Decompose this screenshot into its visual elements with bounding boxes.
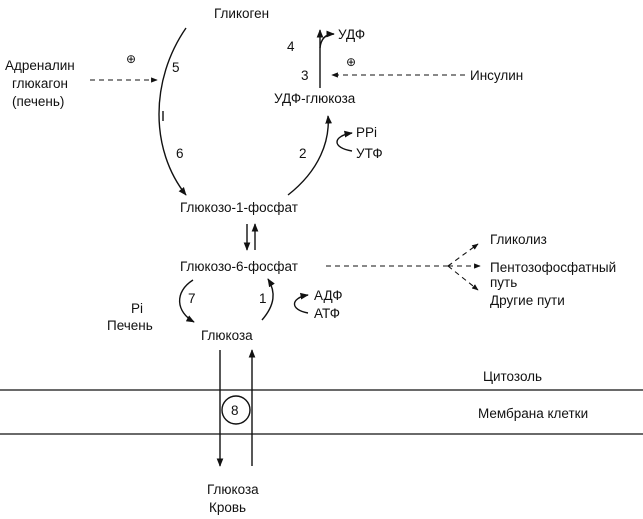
glucose-label: Глюкоза: [201, 328, 253, 343]
adrenaline-label: Адреналин: [5, 58, 75, 73]
cytosol-label: Цитозоль: [483, 369, 542, 384]
step-2-label: 2: [299, 146, 307, 161]
step-4-label: 4: [287, 39, 295, 54]
udp-release-arrow: [319, 30, 335, 49]
blood-label: Кровь: [209, 500, 246, 515]
udp-label: УДФ: [338, 27, 365, 42]
glycolysis-arrow: [447, 243, 479, 267]
pentose-label-line1: Пентозофосфатный: [490, 260, 616, 275]
step-7-label: 7: [188, 291, 196, 306]
insulin-label: Инсулин: [470, 68, 523, 83]
step-6-label: 6: [176, 146, 184, 161]
step-1-label: 1: [259, 291, 267, 306]
atp-label: АТФ: [314, 306, 340, 321]
adrenaline-plus-icon: ⊕: [126, 52, 136, 66]
insulin-plus-icon: ⊕: [346, 55, 356, 69]
glycogen-label: Гликоген: [214, 6, 269, 21]
other-paths-label: Другие пути: [490, 293, 565, 308]
glycolysis-label: Гликолиз: [490, 232, 547, 247]
utp-ppi-side-arrow: [336, 130, 353, 152]
step-3-label: 3: [301, 68, 309, 83]
ppi-label: PPi: [356, 125, 377, 140]
pentose-label-line2: путь: [490, 275, 517, 290]
glucose-1-phosphate-label: Глюкозо-1-фосфат: [180, 200, 298, 215]
glucose-6-phosphate-label: Глюкозо-6-фосфат: [180, 259, 298, 274]
udp-glucose-synthesis-arrow: [287, 115, 332, 196]
hexokinase-arrow: [261, 278, 275, 321]
glucose-transporter: [221, 395, 251, 425]
membrane-label: Мембрана клетки: [478, 406, 588, 421]
glucagon-label: глюкагон: [12, 76, 68, 91]
glycogenolysis-arrow: [158, 27, 187, 196]
liver-pi-label: Печень: [107, 318, 153, 333]
atp-adp-side-arrow: [293, 292, 309, 314]
udp-glucose-label: УДФ-глюкоза: [274, 91, 356, 106]
step-8-label: 8: [231, 403, 239, 418]
adp-label: АДФ: [314, 288, 343, 303]
liver-label: (печень): [12, 94, 64, 109]
blood-glucose-label: Глюкоза: [207, 482, 259, 497]
other-paths-arrow: [447, 265, 479, 291]
glucose-6-phosphatase-arrow: [178, 279, 195, 323]
pi-label: Pi: [131, 301, 143, 316]
step-5-label: 5: [172, 60, 180, 75]
utp-label: УТФ: [356, 146, 383, 161]
